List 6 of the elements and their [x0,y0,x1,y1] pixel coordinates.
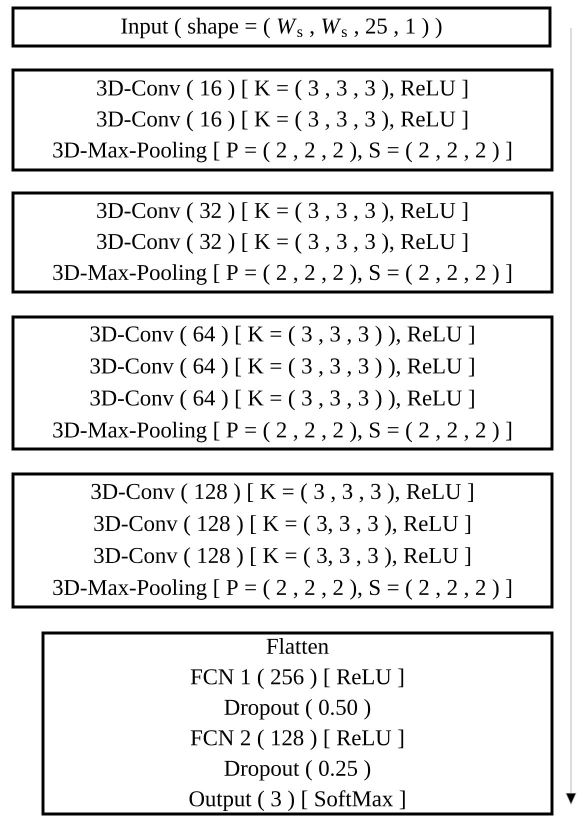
layer-box: 3D-Conv ( 16 ) [ K = ( 3 , 3 , 3 ), ReLU ] 3D-Conv ( 16 ) [ K = ( 3 , 3 , 3 ), ReLU ] 3D-Max-Pooling [ P = ( 2 , 2 , 2 ), S = ( 2 , 2 , 2 ) ] [12,68,554,172]
layer-box: 3D-Conv ( 32 ) [ K = ( 3 , 3 , 3 ), ReLU ] 3D-Conv ( 32 ) [ K = ( 3 , 3 , 3 ), ReLU ] 3D-Max-Pooling [ P = ( 2 , 2 , 2 ), S = ( 2 , 2 , 2 ) ] [12,192,554,294]
layer-box: Input ( shape = ( W$_{s}$ , W$_{s}$ , 25 , 1 ) ) [12,6,552,48]
layer-box: Flatten FCN 1 ( 256 ) [ ReLU ] Dropout ( 0.50 ) FCN 2 ( 128 ) [ ReLU ] Dropout ( 0.25 ) Output ( 3 ) [ SoftMax ] [42,632,554,816]
layer-box: 3D-Conv ( 64 ) [ K = ( 3 , 3 , 3 ) ), ReLU ] 3D-Conv ( 64 ) [ K = ( 3 , 3 , 3 ) ), ReLU ] 3D-Conv ( 64 ) [ K = ( 3 , 3 , 3 ) ), ReLU ] 3D-Max-Pooling [ P = ( 2 , 2 , 2 ), S = ( 2 , 2 , 2 ) ] [12,316,554,450]
layer-box: 3D-Conv ( 128 ) [ K = ( 3 , 3 , 3 ), ReLU ] 3D-Conv ( 128 ) [ K = ( 3, 3 , 3 ), ReLU ] 3D-Conv ( 128 ) [ K = ( 3, 3 , 3 ), ReLU ] 3D-Max-Pooling [ P = ( 2 , 2 , 2 ), S = ( 2 , 2 , 2 ) ] [12,472,554,608]
